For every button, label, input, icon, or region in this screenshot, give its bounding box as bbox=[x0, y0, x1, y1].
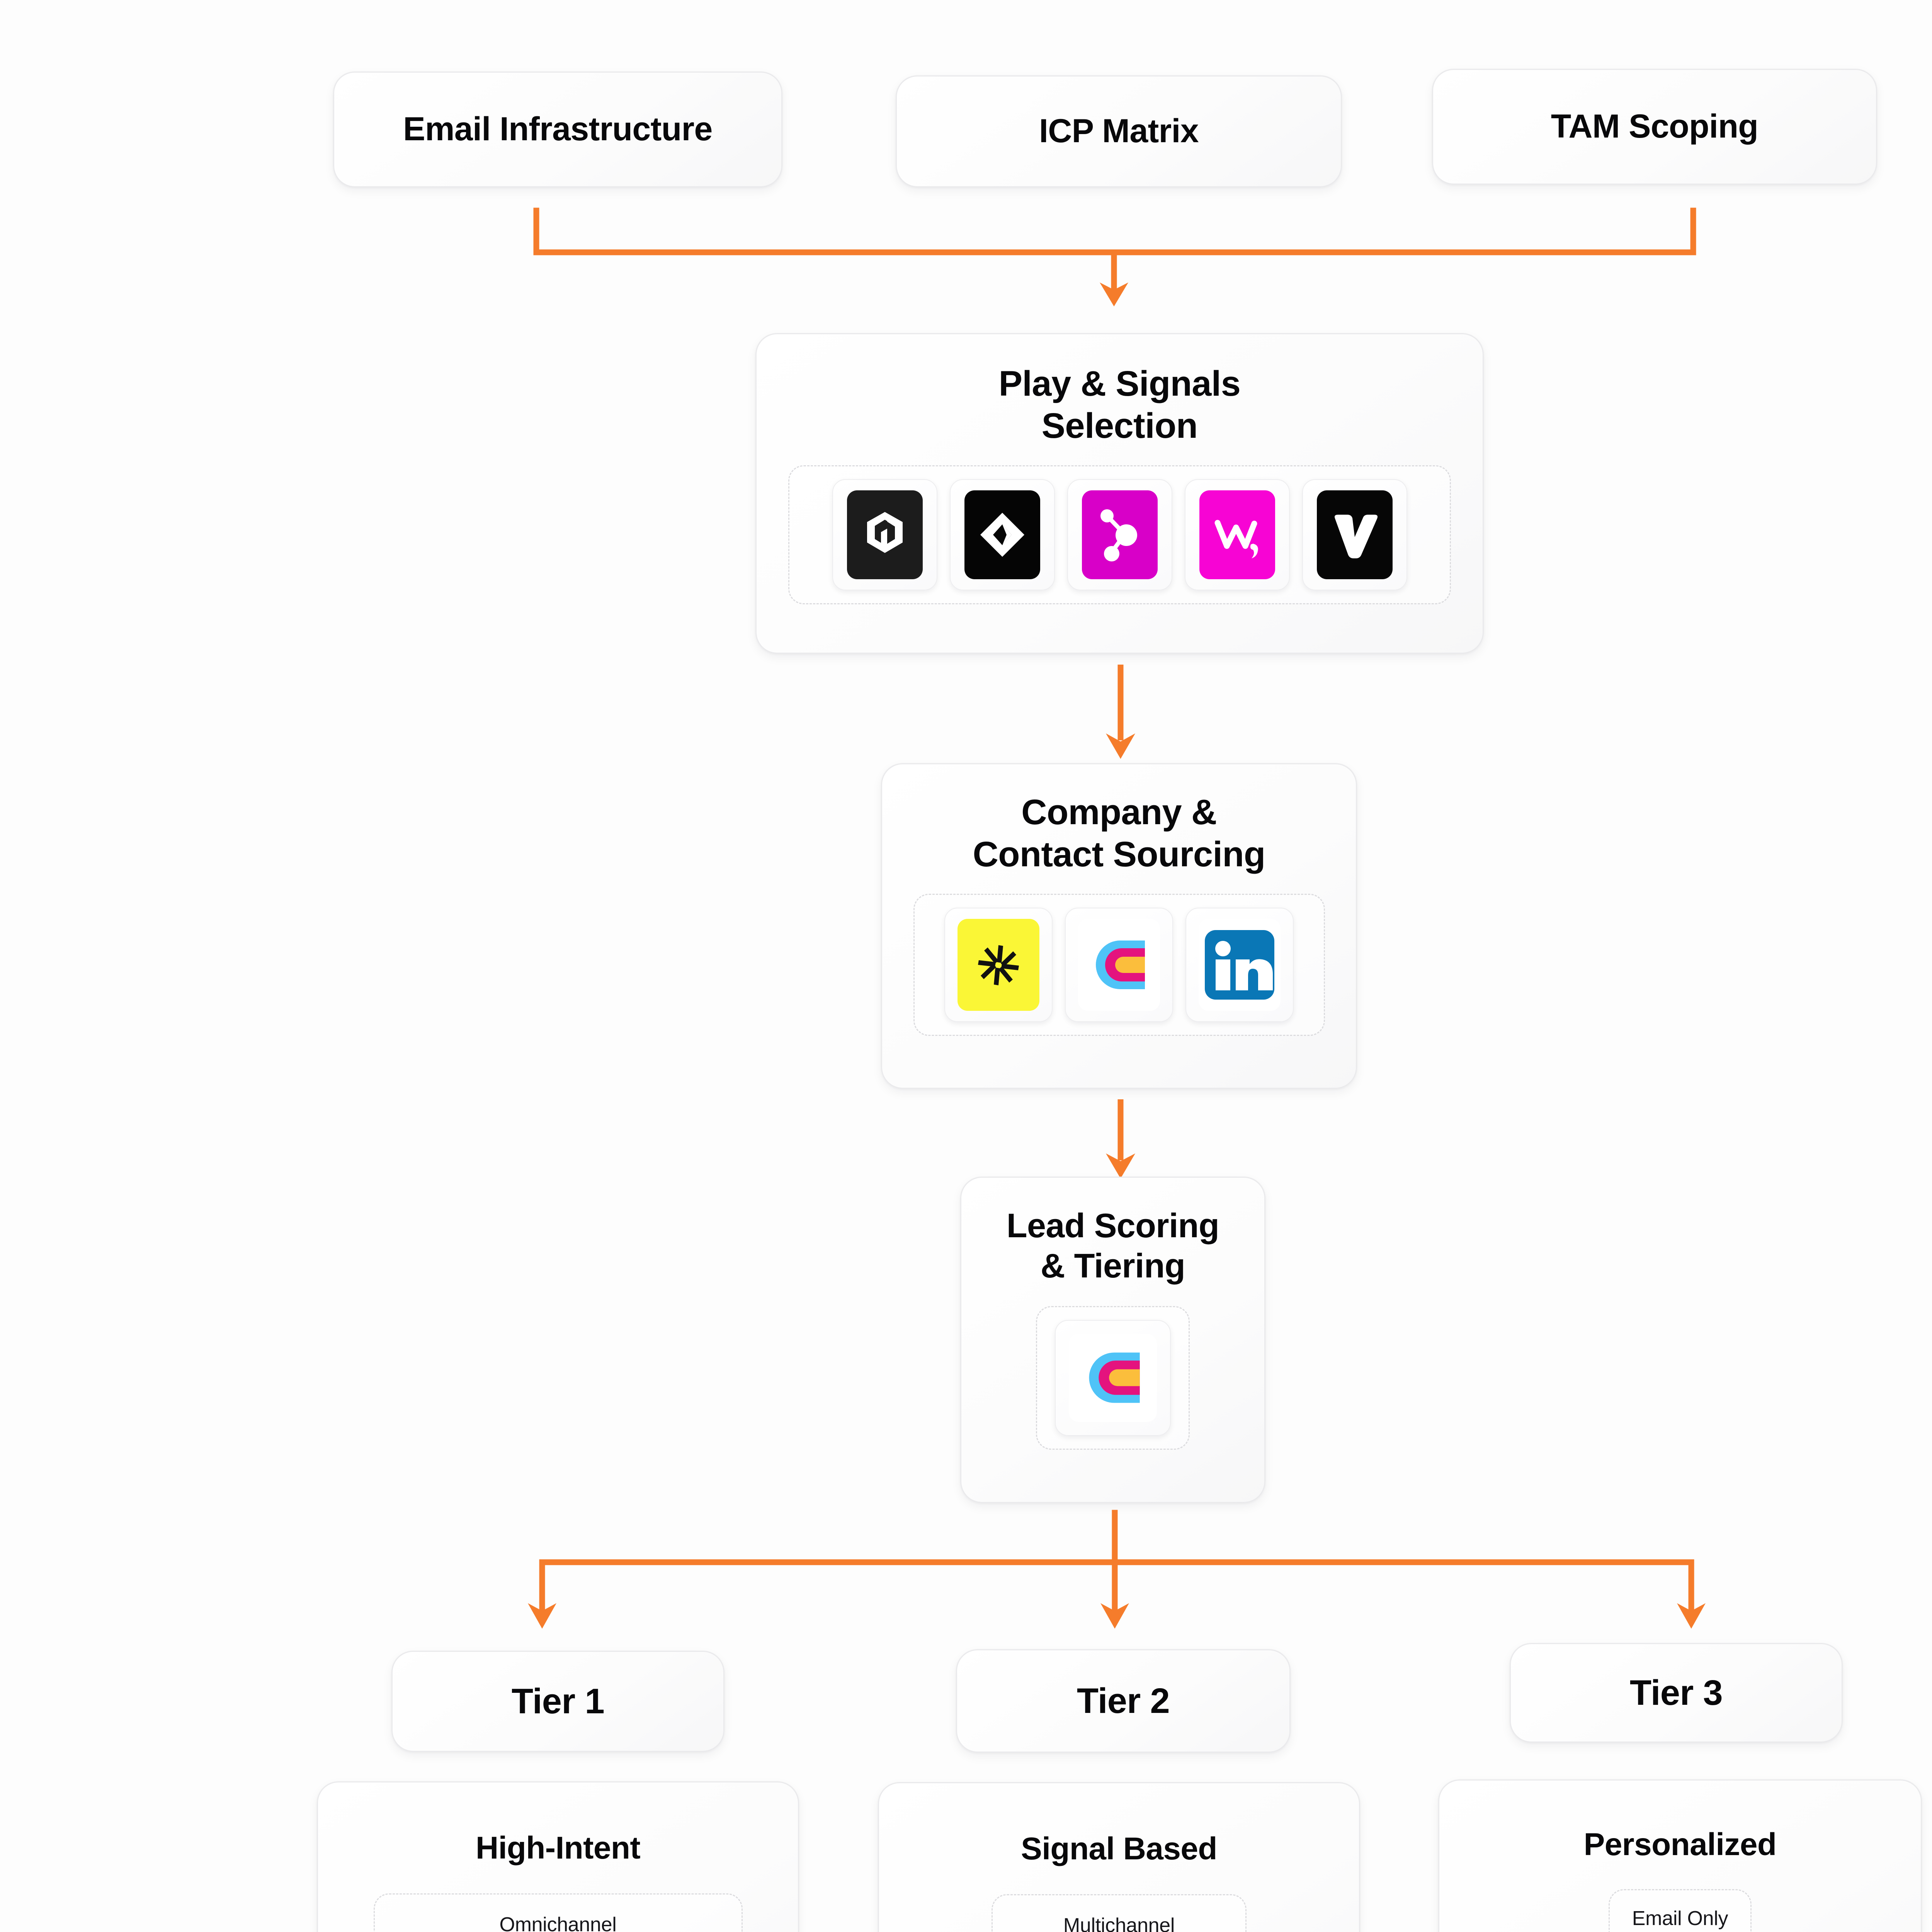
connector-sourcing-to-lead-scoring bbox=[1103, 1099, 1138, 1180]
channel-tray-email-only: Email Only bbox=[1609, 1889, 1752, 1932]
tool-tray-sourcing bbox=[913, 894, 1325, 1036]
tier-detail-card-3[interactable]: Personalized Email Only bbox=[1438, 1779, 1922, 1932]
tool-chip-keyplay[interactable] bbox=[949, 479, 1055, 591]
tier-pill-label: Tier 2 bbox=[1077, 1681, 1170, 1721]
tool-tray-lead-scoring bbox=[1036, 1306, 1190, 1450]
hubspot-logo-icon bbox=[1082, 490, 1158, 580]
keyplay-logo-icon bbox=[964, 490, 1040, 580]
tool-chip-clay[interactable] bbox=[832, 479, 937, 591]
clay-logo-icon bbox=[847, 490, 923, 580]
input-card-label: Email Infrastructure bbox=[403, 111, 713, 148]
stage-title: Play & Signals Selection bbox=[998, 364, 1241, 446]
linkedin-logo-icon bbox=[1199, 919, 1281, 1011]
channel-label: Email Only bbox=[1632, 1907, 1728, 1930]
stage-card-sourcing[interactable]: Company & Contact Sourcing bbox=[881, 763, 1357, 1089]
tier-detail-card-1[interactable]: High-Intent Omnichannel bbox=[317, 1781, 799, 1932]
clearbit-logo-icon bbox=[1078, 919, 1160, 1011]
tier-pill-label: Tier 1 bbox=[511, 1681, 605, 1721]
stage-card-lead-scoring[interactable]: Lead Scoring & Tiering bbox=[960, 1177, 1265, 1503]
channel-tray-omnichannel: Omnichannel bbox=[373, 1893, 743, 1932]
tier-pill-label: Tier 3 bbox=[1629, 1673, 1723, 1713]
tool-chip-vector[interactable] bbox=[1302, 479, 1407, 591]
input-card-icp-matrix[interactable]: ICP Matrix bbox=[896, 75, 1342, 187]
tool-chip-hubspot[interactable] bbox=[1067, 479, 1172, 591]
apollo-logo-icon bbox=[957, 919, 1039, 1011]
tool-chip-clearbit[interactable] bbox=[1055, 1320, 1171, 1436]
connector-inputs-to-play-signals bbox=[533, 207, 1696, 307]
stage-title: Lead Scoring & Tiering bbox=[1006, 1206, 1219, 1285]
tool-tray-play-signals bbox=[788, 465, 1451, 605]
tier-detail-card-2[interactable]: Signal Based Multichannel bbox=[878, 1782, 1360, 1932]
warmly-logo-icon bbox=[1199, 490, 1275, 580]
tool-chip-clearbit[interactable] bbox=[1065, 908, 1173, 1022]
tool-chip-apollo[interactable] bbox=[944, 908, 1053, 1022]
input-card-tam-scoping[interactable]: TAM Scoping bbox=[1432, 69, 1877, 185]
connector-lead-scoring-to-tiers bbox=[528, 1510, 1706, 1636]
tier-pill-1[interactable]: Tier 1 bbox=[391, 1651, 724, 1752]
channel-label: Multichannel bbox=[1063, 1914, 1175, 1932]
input-card-email-infrastructure[interactable]: Email Infrastructure bbox=[333, 71, 782, 187]
connector-play-signals-to-sourcing bbox=[1103, 665, 1138, 761]
tier-play-label: Personalized bbox=[1583, 1827, 1777, 1862]
tier-play-label: High-Intent bbox=[475, 1830, 641, 1866]
tier-pill-2[interactable]: Tier 2 bbox=[956, 1649, 1291, 1753]
channel-label: Omnichannel bbox=[499, 1913, 617, 1932]
tool-chip-linkedin[interactable] bbox=[1185, 908, 1294, 1022]
tier-pill-3[interactable]: Tier 3 bbox=[1510, 1643, 1843, 1743]
input-card-label: TAM Scoping bbox=[1551, 108, 1759, 145]
tool-chip-warmly[interactable] bbox=[1184, 479, 1290, 591]
vector-logo-icon bbox=[1316, 490, 1393, 580]
input-card-label: ICP Matrix bbox=[1039, 112, 1199, 150]
stage-card-play-signals[interactable]: Play & Signals Selection bbox=[755, 333, 1484, 654]
stage-title: Company & Contact Sourcing bbox=[973, 793, 1265, 874]
tier-play-label: Signal Based bbox=[1021, 1831, 1217, 1866]
clearbit-logo-icon bbox=[1069, 1333, 1157, 1422]
channel-tray-multichannel: Multichannel bbox=[992, 1894, 1247, 1932]
